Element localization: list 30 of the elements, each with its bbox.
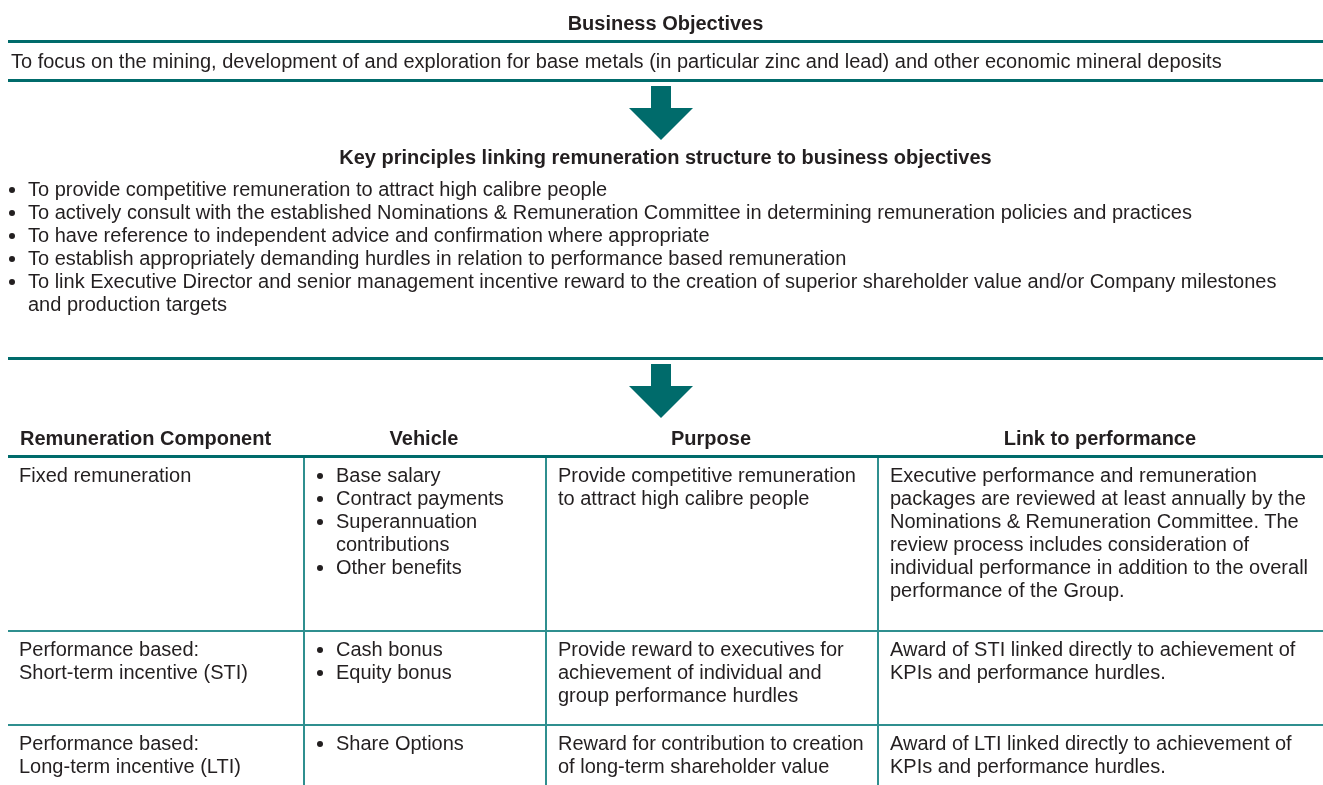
vehicle-item: Cash bonus [336, 638, 443, 661]
principle-text: To establish appropriately demanding hurdles in relation to performance based remuneration [28, 247, 847, 270]
objective-text: To focus on the mining, development of and exploration for base metals (in particular zinc and lead) and other economic mineral deposits [11, 49, 1222, 73]
principle-text: To provide competitive remuneration to attract high calibre people [28, 178, 608, 201]
column-header: Remuneration Component [20, 427, 272, 450]
section-heading: Business Objectives [567, 11, 764, 35]
down-arrow [629, 86, 693, 140]
purpose-text: Reward for contribution to creation of long-term shareholder value [558, 732, 865, 778]
column-header: Link to performance [1003, 427, 1197, 450]
vehicle-item: Share Options [336, 732, 464, 755]
link-text: Award of LTI linked directly to achievement of KPIs and performance hurdles. [890, 732, 1293, 778]
vehicle-item: Base salary [336, 464, 441, 487]
column-header: Vehicle [389, 427, 459, 450]
vehicle-item: Superannuation contributions [336, 510, 479, 556]
vehicle-item: Equity bonus [336, 661, 452, 684]
vehicle-item: Other benefits [336, 556, 462, 579]
vehicle-item: Contract payments [336, 487, 504, 510]
component-text: Performance based: Long-term incentive (LTI) [19, 732, 242, 778]
link-text: Award of STI linked directly to achievement of KPIs and performance hurdles. [890, 638, 1297, 684]
column-header: Purpose [671, 427, 751, 450]
component-text: Performance based: Short-term incentive (STI) [19, 638, 249, 684]
principle-text: To have reference to independent advice and confirmation where appropriate [28, 224, 710, 247]
section-heading: Key principles linking remuneration structure to business objectives [339, 145, 992, 169]
principle-text: To actively consult with the established Nominations & Remuneration Committee in determining remuneration policies and practices [28, 201, 1192, 224]
purpose-text: Provide reward to executives for achievement of individual and group performance hurdles [558, 638, 845, 707]
principle-text: To link Executive Director and senior management incentive reward to the creation of superior shareholder value and/or Company milestones and production targets [28, 270, 1278, 316]
purpose-text: Provide competitive remuneration to attract high calibre people [558, 464, 857, 510]
link-text: Executive performance and remuneration packages are reviewed at least annually by the Nominations & Remuneration Committee. The review process includes consideration of individual performance in addition to the overall performance of the Group. [890, 464, 1310, 602]
component-text: Fixed remuneration [19, 464, 193, 487]
down-arrow [629, 364, 693, 418]
